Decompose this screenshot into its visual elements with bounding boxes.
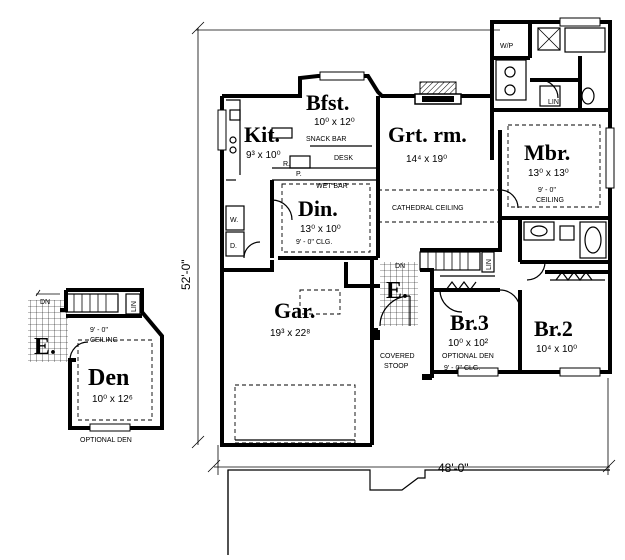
room-name-den: Den <box>88 365 129 391</box>
label-lin-master: LIN <box>548 99 559 106</box>
dimension-lines <box>191 21 616 475</box>
entry-door-swing <box>379 295 411 327</box>
label-dn-den: DN <box>40 299 50 306</box>
br3-note-1: OPTIONAL DEN <box>442 353 494 360</box>
room-name-kit: Kit. <box>244 122 280 147</box>
fireplace <box>414 81 462 105</box>
br3-note-2: 9' - 0'' CLG. <box>444 365 480 372</box>
closet-marks <box>445 271 593 291</box>
label-cathedral-ceiling: CATHEDRAL CEILING <box>392 205 464 212</box>
room-size-br3: 10⁰ x 10² <box>448 338 489 349</box>
room-name-br2: Br.2 <box>534 316 573 341</box>
door-swings <box>271 79 559 313</box>
master-ceiling-outline <box>507 124 601 208</box>
label-wp: W/P <box>500 43 514 50</box>
label-entry-main: E. <box>386 278 408 304</box>
master-bath <box>495 27 606 107</box>
label-stoop: STOOP <box>384 363 409 370</box>
windows <box>217 17 615 377</box>
kitchen-counters <box>226 99 378 181</box>
den-ceiling-1: 9' - 0'' <box>90 327 108 334</box>
room-size-bfst: 10⁰ x 12⁰ <box>314 117 355 128</box>
room-size-den: 10⁰ x 12⁶ <box>92 394 133 405</box>
label-snack-bar: SNACK BAR <box>306 136 346 143</box>
dining-ceiling-outline <box>281 183 371 253</box>
stairs-main <box>419 251 495 273</box>
hall-bath <box>523 221 607 259</box>
room-size-br2: 10⁴ x 10⁰ <box>536 344 577 355</box>
overall-depth-label: 52'-0" <box>179 259 193 290</box>
label-refrigerator: R. <box>283 161 290 168</box>
entry-floor <box>380 262 418 326</box>
label-washer: W. <box>230 217 238 224</box>
label-dryer: D. <box>230 243 237 250</box>
overall-width-label: 48'-0" <box>438 461 469 475</box>
room-size-kit: 9³ x 10⁰ <box>246 150 281 161</box>
site-lines <box>227 469 610 555</box>
room-name-bfst: Bfst. <box>306 90 349 115</box>
interior-walls <box>222 22 610 372</box>
label-dn-main: DN <box>395 263 405 270</box>
garage-door <box>234 384 356 444</box>
din-ceiling: 9' - 0'' CLG. <box>296 239 332 246</box>
label-desk: DESK <box>334 155 353 162</box>
label-pantry: P. <box>296 171 302 178</box>
cathedral-ceiling-lines <box>378 189 500 223</box>
room-name-din: Din. <box>298 196 338 221</box>
label-covered: COVERED <box>380 353 415 360</box>
laundry <box>225 205 261 259</box>
room-size-mbr: 13⁰ x 13⁰ <box>528 168 569 179</box>
mbr-ceiling-1: 9' - 0'' <box>538 187 556 194</box>
label-lin-den: LIN <box>131 301 138 312</box>
den-inset <box>28 288 164 432</box>
room-name-br3: Br.3 <box>450 310 489 335</box>
mbr-ceiling-2: CEILING <box>536 197 564 204</box>
room-size-gar: 19³ x 22⁸ <box>270 328 310 339</box>
room-name-mbr: Mbr. <box>524 140 570 165</box>
room-size-din: 13⁰ x 10⁰ <box>300 224 341 235</box>
room-name-gar: Gar. <box>274 298 315 323</box>
label-entry-den: E. <box>34 334 56 360</box>
label-lin-main: LIN <box>486 259 493 270</box>
label-wet-bar: WET BAR <box>316 183 348 190</box>
den-ceiling-2: CEILING <box>90 337 118 344</box>
room-name-great: Grt. rm. <box>388 122 467 147</box>
room-size-great: 14⁴ x 19⁰ <box>406 154 447 165</box>
attic-access <box>299 289 341 315</box>
label-optional-den: OPTIONAL DEN <box>80 437 132 444</box>
